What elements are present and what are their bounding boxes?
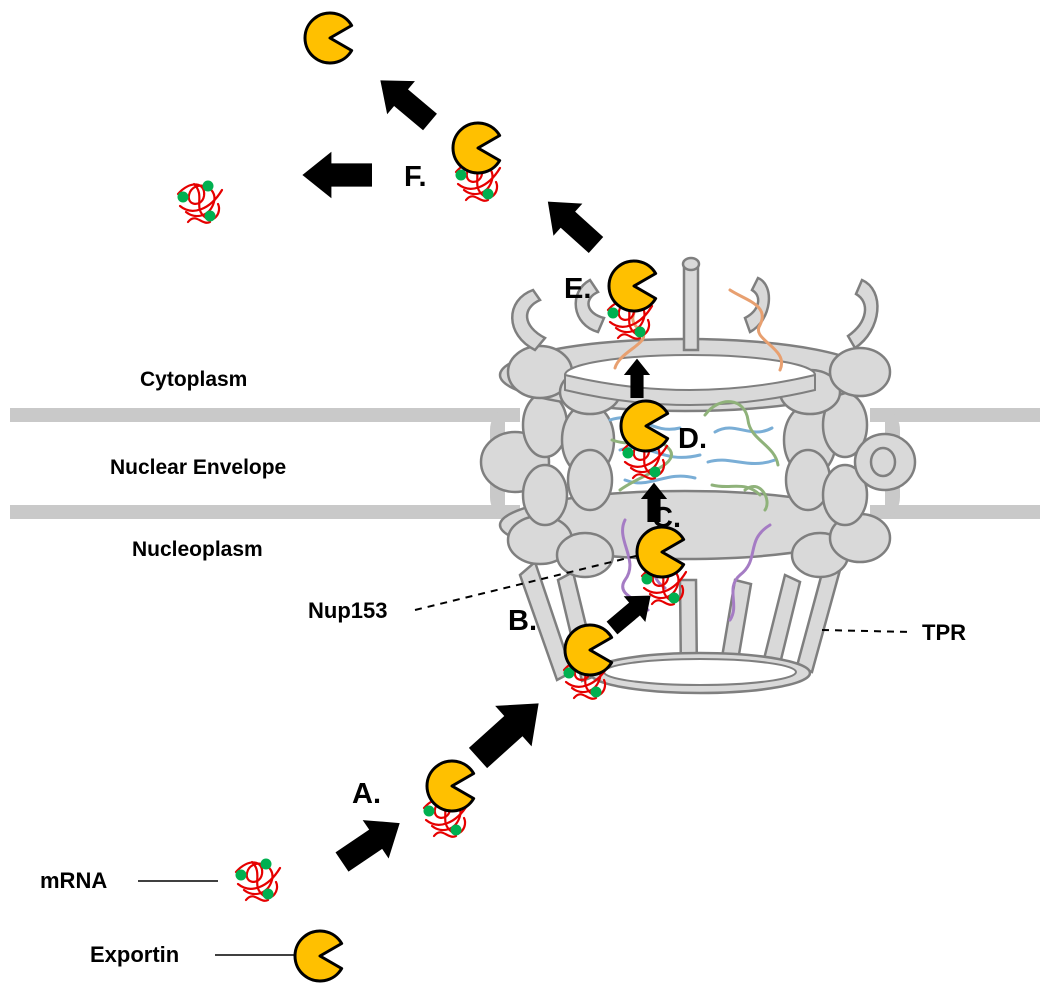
nuclear-pore-complex: [479, 256, 917, 695]
released-exportin-icon: [303, 11, 354, 65]
exportin-label: Exportin: [90, 942, 179, 967]
complex-a: [422, 759, 476, 838]
step-b-label: B.: [508, 605, 537, 637]
outer-membrane-right: [880, 408, 1040, 422]
exportin-icon: [293, 929, 344, 983]
step-a-label: A.: [352, 778, 381, 810]
cytoplasmic-filaments: [511, 256, 879, 352]
arrow-to-c: [606, 595, 651, 635]
tpr-label: TPR: [922, 620, 966, 645]
arrow-exportin-out: [380, 80, 437, 131]
mrna-label: mRNA: [40, 868, 107, 893]
arrow-to-b: [468, 703, 539, 769]
complex-f: [451, 121, 502, 202]
complex-b: [562, 623, 614, 700]
inner-membrane-left: [10, 505, 510, 519]
complex-e: [606, 259, 658, 340]
arrow-to-f: [547, 201, 604, 254]
tpr-leader: [821, 629, 911, 633]
arrow-to-a: [335, 820, 400, 872]
arrow-to-d: [640, 482, 668, 522]
step-d-label: D.: [678, 423, 707, 455]
inner-membrane-right: [880, 505, 1040, 519]
nup153-label: Nup153: [308, 598, 387, 623]
nuclear-envelope-membranes: [10, 408, 1040, 519]
arrow-mrna-out: [302, 151, 372, 199]
outer-membrane-left: [10, 408, 510, 422]
nucleoplasm-label: Nucleoplasm: [132, 538, 263, 561]
step-c-label: C.: [652, 502, 681, 534]
complex-c: [635, 525, 688, 606]
step-f-label: F.: [404, 161, 427, 193]
mrna-icon: [234, 857, 282, 902]
arrow-to-e: [623, 358, 651, 398]
cytoplasm-label: Cytoplasm: [140, 368, 247, 391]
step-e-label: E.: [564, 273, 591, 305]
nuclear-envelope-label: Nuclear Envelope: [110, 456, 286, 479]
released-mrna-icon: [176, 179, 224, 224]
